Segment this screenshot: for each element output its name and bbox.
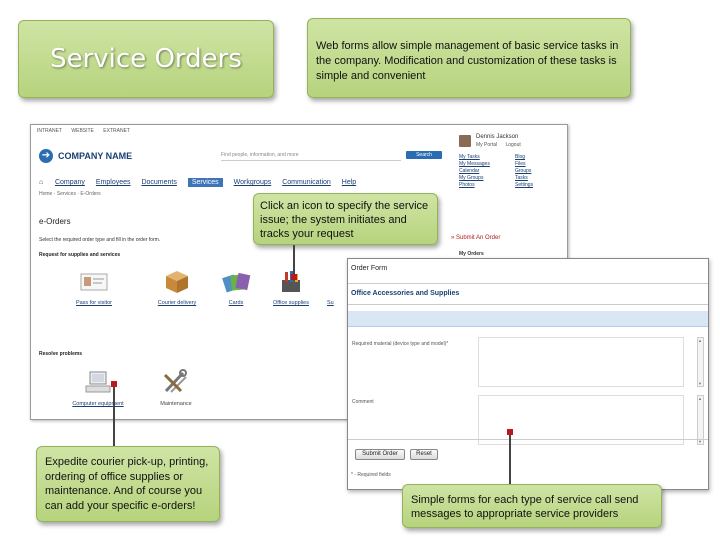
user-name: Dennis Jackson [476, 134, 519, 140]
breadcrumb: Home · Services · E-Orders [39, 191, 101, 197]
callout-expedite: Expedite courier pick-up, printing, orde… [36, 446, 220, 522]
link-my-groups[interactable]: My Groups [459, 175, 484, 181]
marker-dot [291, 274, 297, 280]
nav-communication[interactable]: Communication [282, 179, 331, 186]
form-divider [348, 439, 708, 440]
nav-employees[interactable]: Employees [95, 179, 131, 186]
connector-line [113, 385, 115, 446]
connector-line [293, 245, 295, 277]
tile-maintenance[interactable]: Maintenance [151, 369, 201, 407]
tile-label: Cards [228, 300, 244, 306]
order-form-window: Order Form Office Accessories and Suppli… [347, 258, 709, 490]
topbar-website[interactable]: WEBSITE [71, 128, 94, 134]
logout-link[interactable]: Logout [505, 142, 521, 148]
link-photos[interactable]: Photos [459, 182, 475, 188]
tile-courier-delivery[interactable]: Courier delivery [157, 268, 197, 306]
required-fields-note: * - Required fields [351, 472, 391, 478]
portal-search-input[interactable]: Find people, information, and more [221, 150, 401, 161]
office-supplies-icon [276, 268, 306, 294]
tile-label: Pass for visitor [75, 300, 113, 306]
nav-workgroups[interactable]: Workgroups [233, 179, 272, 186]
tile-visitor-pass[interactable]: Pass for visitor [74, 268, 114, 306]
material-field-label: Required material (device type and model… [352, 341, 449, 347]
visitor-pass-icon [79, 268, 109, 294]
nav-services[interactable]: Services [187, 178, 223, 187]
tile-label: Maintenance [160, 401, 192, 407]
tile-label: Computer equipment [72, 401, 124, 407]
home-icon[interactable]: ⌂ [39, 179, 44, 186]
partial-tile-icon [327, 268, 341, 294]
tile-label: Office supplies [273, 300, 309, 306]
comment-field-label: Comment [352, 399, 374, 405]
tools-icon [161, 369, 191, 395]
reset-button[interactable]: Reset [410, 449, 438, 460]
courier-box-icon [162, 268, 192, 294]
user-quick-links: My Tasks My Messages Calendar My Groups … [459, 154, 564, 189]
marker-dot [507, 429, 513, 435]
nav-company[interactable]: Company [54, 179, 85, 186]
tile-label: Courier delivery [157, 300, 197, 306]
callout-simple-forms: Simple forms for each type of service ca… [402, 484, 662, 528]
tile-cards[interactable]: Cards [216, 268, 256, 306]
my-portal-row: My Portal Logout [476, 142, 521, 148]
portal-topbar: INTRANET WEBSITE EXTRANET [37, 128, 138, 134]
link-settings[interactable]: Settings [515, 182, 534, 188]
order-form-title: Order Form [351, 265, 388, 272]
portal-main-nav: ⌂ Company Employees Documents Services W… [39, 178, 379, 190]
my-orders-heading: My Orders [459, 251, 484, 257]
slide-title: Service Orders [50, 44, 242, 74]
company-logo-icon: ➔ [39, 149, 53, 163]
order-form-band [348, 311, 708, 327]
link-my-messages[interactable]: My Messages [459, 161, 490, 167]
section-problems-title: Resolve problems [39, 351, 83, 357]
link-tasks[interactable]: Tasks [515, 175, 528, 181]
link-my-tasks[interactable]: My Tasks [459, 154, 480, 160]
company-name: COMPANY NAME [58, 151, 133, 161]
link-groups[interactable]: Groups [515, 168, 532, 174]
topbar-extranet[interactable]: EXTRANET [103, 128, 130, 134]
comment-scrollbar[interactable] [697, 395, 704, 445]
my-portal-link[interactable]: My Portal [476, 142, 498, 148]
section-supplies-title: Request for supplies and services [39, 252, 121, 258]
link-blog[interactable]: Blog [515, 154, 526, 160]
nav-documents[interactable]: Documents [141, 179, 177, 186]
connector-line [509, 432, 511, 484]
callout-web-forms: Web forms allow simple management of bas… [307, 18, 631, 98]
user-avatar [459, 135, 471, 147]
material-textarea[interactable] [478, 337, 684, 387]
marker-dot [111, 381, 117, 387]
tile-label: Su [327, 300, 334, 306]
slide-title-box: Service Orders [18, 20, 274, 98]
portal-search-button[interactable]: Search [406, 151, 442, 159]
submit-order-link[interactable]: » Submit An Order [451, 235, 501, 241]
comment-textarea[interactable] [478, 395, 684, 445]
submit-order-button[interactable]: Submit Order [355, 449, 405, 460]
computer-icon [83, 369, 113, 395]
nav-help[interactable]: Help [341, 179, 357, 186]
link-calendar[interactable]: Calendar [459, 168, 480, 174]
order-form-heading: Office Accessories and Supplies [351, 290, 460, 297]
tile-partial[interactable]: Su [327, 268, 341, 306]
order-form-header: Office Accessories and Supplies [348, 283, 708, 305]
page-title: e-Orders [39, 217, 71, 226]
callout-click-icon: Click an icon to specify the service iss… [253, 193, 438, 245]
tile-computer-equipment[interactable]: Computer equipment [66, 369, 130, 407]
topbar-intranet[interactable]: INTRANET [37, 128, 62, 134]
cards-icon [221, 268, 251, 294]
page-instructions: Select the required order type and fill … [39, 237, 161, 243]
material-scrollbar[interactable] [697, 337, 704, 387]
link-files[interactable]: Files [515, 161, 526, 167]
